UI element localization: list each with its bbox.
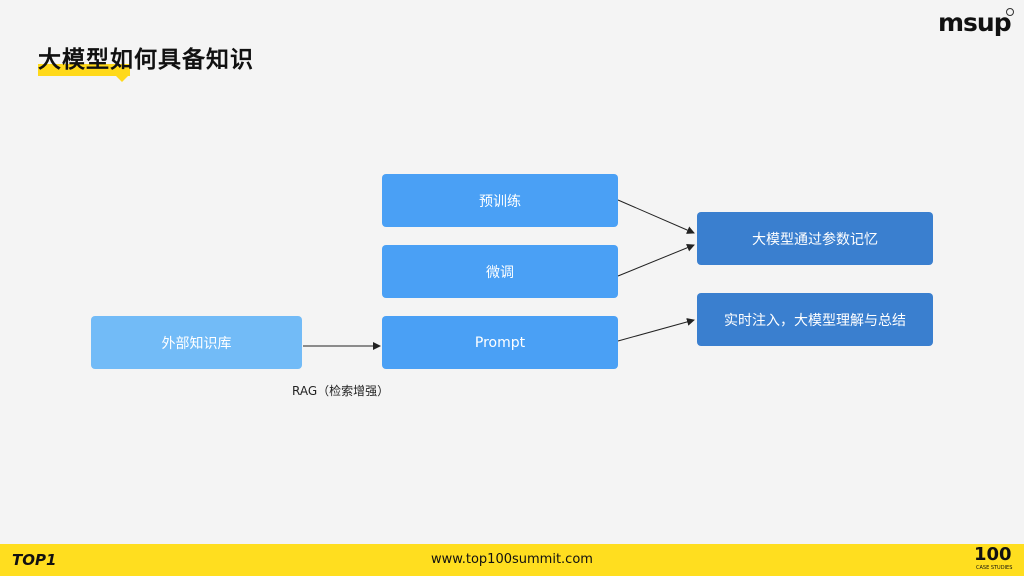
page-title: 大模型如何具备知识	[38, 47, 254, 73]
arrow-finetune-to-memory	[617, 243, 695, 277]
footer-bar: TOP1 www.top100summit.com 100 CASE STUDI…	[0, 544, 1024, 576]
brand-logo: msup	[938, 8, 1012, 37]
footer-case-studies: CASE STUDIES	[976, 565, 1013, 571]
node-prompt: Prompt	[382, 316, 618, 369]
node-external-kb: 外部知识库	[91, 316, 302, 369]
node-param-memory: 大模型通过参数记忆	[697, 212, 933, 265]
footer-url[interactable]: www.top100summit.com	[431, 552, 593, 567]
footer-100-logo: 100	[974, 544, 1012, 565]
node-finetune: 微调	[382, 245, 618, 298]
page-title-wrap: 大模型如何具备知识	[38, 44, 254, 82]
arrow-prompt-to-inject	[617, 318, 695, 342]
arrow-pretrain-to-memory	[617, 199, 695, 234]
node-realtime-inject: 实时注入，大模型理解与总结	[697, 293, 933, 346]
node-pretrain: 预训练	[382, 174, 618, 227]
rag-label: RAG（检索增强）	[292, 384, 390, 398]
registered-mark-icon	[1006, 8, 1014, 16]
title-highlight-tail	[114, 74, 130, 82]
title-highlight	[38, 64, 130, 76]
footer-top100-logo: TOP1	[12, 551, 57, 569]
